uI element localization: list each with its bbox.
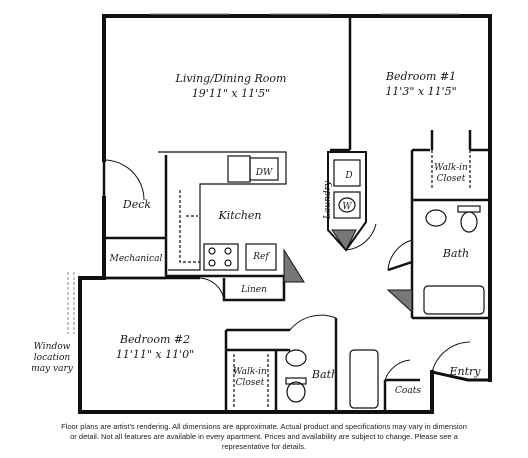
walkin1-line2: Closet [437, 174, 466, 184]
disclaimer-text: Floor plans are artist's rendering. All … [61, 422, 467, 451]
linen-label: Linen [240, 285, 267, 295]
exterior-walls [78, 14, 492, 414]
room-labels: Living/Dining Room 19'11" x 11'5" Bedroo… [109, 70, 482, 396]
bath1-label: Bath [442, 247, 469, 260]
interior-walls [80, 16, 490, 412]
bedroom1-name: Bedroom #1 [385, 70, 456, 83]
windows [67, 13, 460, 334]
window-note-line1: Window [34, 342, 71, 352]
window-note: Window location may vary [31, 342, 74, 374]
bedroom1-dims: 11'3" x 11'5" [385, 85, 456, 98]
bedroom2-name: Bedroom #2 [119, 333, 190, 346]
doors [103, 159, 471, 381]
fixtures [233, 150, 485, 409]
deck-label: Deck [122, 198, 151, 211]
window-note-line3: may vary [31, 364, 74, 374]
washer-label: W [342, 202, 352, 212]
bedroom2-dims: 11'11" x 11'0" [116, 348, 194, 361]
bath2-label: Bath [311, 368, 338, 381]
shafts [283, 229, 413, 314]
kitchen-counters [158, 151, 287, 271]
fixture-labels: DW Ref D W [252, 168, 352, 262]
walkin2-line2: Closet [236, 378, 265, 388]
walkin1-line1: Walk-in [434, 163, 468, 173]
living-room-name: Living/Dining Room [175, 72, 287, 85]
laundry-label: Laundry [323, 180, 333, 220]
entry-label: Entry [448, 365, 481, 378]
dryer-label: D [344, 171, 352, 181]
mechanical-label: Mechanical [109, 254, 163, 264]
walkin2-line1: Walk-in [233, 367, 267, 377]
dishwasher-label: DW [255, 168, 273, 178]
refrigerator-label: Ref [252, 252, 270, 262]
kitchen-label: Kitchen [218, 209, 262, 222]
living-room-dims: 19'11" x 11'5" [192, 87, 270, 100]
coats-label: Coats [395, 386, 421, 396]
window-note-line2: location [34, 353, 71, 363]
